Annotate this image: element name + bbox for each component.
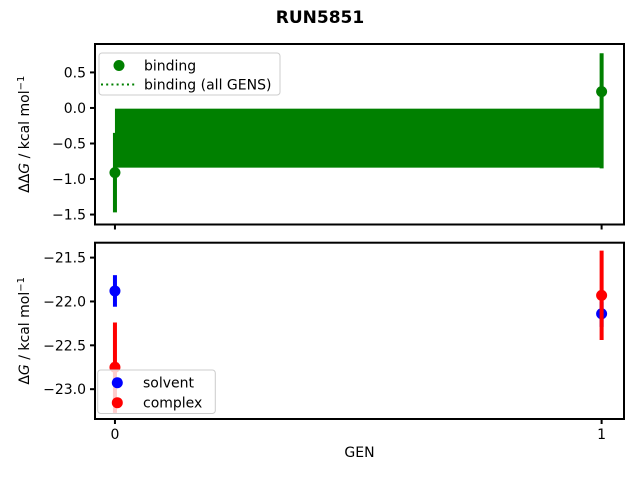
- axes-frame: [94, 43, 625, 226]
- legend-ddg-vs-gen: binding binding (all GENS): [98, 52, 281, 96]
- point-solvent-gen0: [109, 285, 121, 297]
- y-tick-label: 0.5: [64, 65, 86, 81]
- legend-marker-solvent: [111, 377, 123, 389]
- y-tick-label: −22.5: [43, 338, 86, 354]
- x-tick-label: 1: [597, 427, 606, 443]
- legend-label: binding: [144, 59, 196, 75]
- y-axis-label: ΔΔG / kcal mol−1: [16, 76, 33, 193]
- point-binding-gen0: [109, 167, 121, 179]
- y-tick-label: −1.5: [52, 208, 86, 224]
- subplot-ddg-vs-gen: 0.5 0.0 −0.5 −1.0 −1.5 ΔΔG / kcal mol−1 bindin…: [16, 43, 625, 230]
- series-binding: [109, 53, 608, 213]
- point-complex-gen1: [596, 289, 608, 301]
- x-axis-label: GEN: [344, 445, 374, 461]
- legend-marker-complex: [111, 397, 123, 409]
- x-tick-label: 0: [110, 427, 119, 443]
- series-solvent: [109, 275, 608, 327]
- legend-box: [97, 369, 216, 414]
- y-tick-label: −0.5: [52, 136, 86, 152]
- y-tick-label: 0.0: [64, 101, 86, 117]
- figure-title: RUN5851: [275, 8, 365, 28]
- series-complex: [109, 250, 608, 413]
- y-tick-label: −1.0: [52, 172, 86, 188]
- legend-label: solvent: [143, 376, 195, 392]
- band-binding-all-gens-: [114, 108, 602, 168]
- legend-marker-binding: [113, 60, 125, 71]
- legend-dg-vs-gen: solvent complex: [97, 369, 216, 414]
- y-tick-label: −23.0: [43, 382, 86, 398]
- y-tick-label: −21.5: [43, 251, 86, 267]
- y-axis-label: ΔG / kcal mol−1: [16, 277, 33, 385]
- point-binding-gen1: [596, 86, 608, 98]
- legend-box: [98, 52, 281, 96]
- subplot-dg-vs-gen: −21.5 −22.0 −22.5 −23.0 0 1 ΔG / kcal mol−1GEN…: [16, 241, 625, 461]
- legend-label: binding (all GENS): [144, 78, 271, 94]
- axes-frame: [94, 241, 625, 420]
- y-tick-label: −22.0: [43, 294, 86, 310]
- legend-label: complex: [143, 396, 202, 412]
